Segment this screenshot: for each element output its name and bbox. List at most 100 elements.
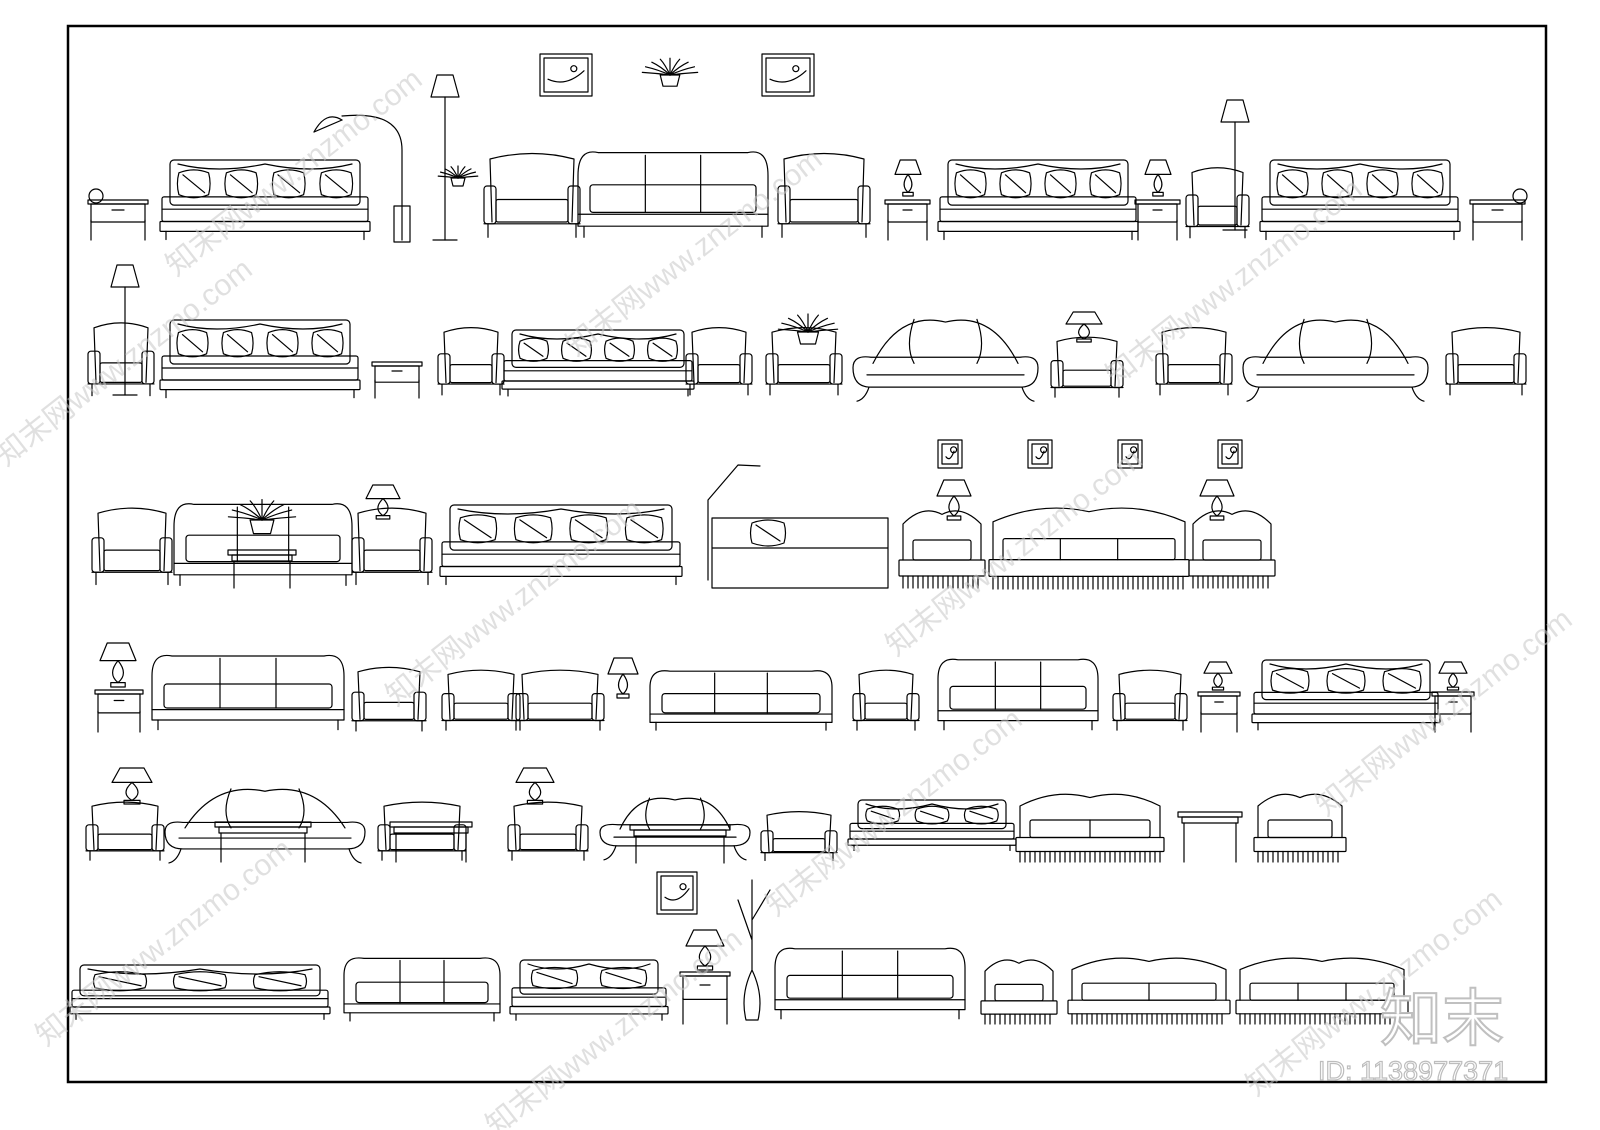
sofa-roll-1 [852,318,1039,402]
coffee-table-5 [214,821,312,863]
armchair-throw [1253,793,1347,863]
armchair-4c [852,669,920,731]
armchair-plant [765,327,843,396]
nightstand-right [1134,199,1181,241]
armchair-flowers [377,801,467,861]
side-table-6 [679,971,731,1025]
armchair-2a [437,327,505,396]
sofa-3-row4 [151,654,345,731]
lamp-4d [1438,661,1468,691]
watermark-text: 知末网www.znzmo.com [30,833,299,1053]
watermark-text: 知末网www.znzmo.com [480,923,749,1130]
sofa-cushions [1251,659,1441,731]
sofa-2-row6 [509,959,669,1021]
reading-lamp-arm [707,464,761,581]
side-table-5 [1177,811,1243,863]
plant-3 [227,499,297,535]
sofa-camelback [774,947,966,1020]
watermark-text: 知末网www.znzmo.com [760,703,1029,923]
lamp-6 [685,929,725,971]
watermark-text: 知末网www.znzmo.com [1310,603,1579,823]
armchair-3a [91,507,173,586]
sofa-modern-3 [577,151,769,238]
picture-frame-7 [656,871,698,915]
sheet-border [66,24,1548,1084]
lamp-4 [99,642,137,688]
chair-floor-lamp [1185,167,1250,239]
armchair-4a [441,669,521,731]
carved-table [629,824,731,864]
sofa-plant [173,503,353,586]
watermark-text: 知末网www.znzmo.com [160,63,429,283]
sofa-3-row6 [343,957,501,1022]
sofa-skirt-1 [988,507,1190,590]
picture-frame-2 [761,53,815,97]
armchair-5a [85,801,165,861]
sofa-3-pillows [159,159,371,241]
sofa-skirt-6a [1067,957,1231,1025]
side-table-3 [227,549,297,589]
armchair-skirt-2 [1188,510,1276,589]
brand-logo: 知末 [1380,982,1504,1055]
armchair-3b [351,507,433,586]
chair-floor-lamp-2 [87,322,155,397]
tall-floor-lamp [430,74,460,241]
sofa-throw [1015,793,1165,863]
picture-frame-3 [937,439,963,469]
picture-frame-1 [539,53,593,97]
armchair-2c [1155,327,1233,396]
sofa-3-pillows-3 [1259,159,1461,241]
floor-lamp-slim [1220,99,1250,231]
lamp-4b [607,657,639,699]
watermark-text: 知末网www.znzmo.com [0,253,258,473]
nightstand-lamp-right [1144,159,1172,197]
armchair-5c [760,811,838,862]
picture-frame-5 [1117,439,1143,469]
sofa-3-pillows-5 [501,329,695,397]
lamp-3 [365,484,401,520]
picture-frame-6 [1217,439,1243,469]
armchair-skirt-6 [980,959,1058,1025]
sofa-skirt-6b [1235,957,1409,1025]
chaise [847,799,1017,852]
sofa-3-pillows-4 [159,319,361,399]
daybed [711,517,889,589]
sofa-3-pillows-2 [937,159,1139,241]
lamp-skirt-1 [936,479,972,521]
armchair-4b [515,669,605,731]
wall-sculpture [641,57,699,87]
vase [737,879,771,1021]
lamp-4c [1203,661,1233,691]
floor-lamp-slim-2 [110,264,140,396]
nightstand-4b [1431,691,1475,733]
sofa-carved [599,797,751,861]
sofa-long [649,670,833,731]
lamp-2 [1065,311,1103,343]
sofa-leather [937,658,1099,731]
nightstand-left [884,199,931,241]
lamp-5b [515,767,555,805]
nightstand-4a [1197,691,1241,733]
end-table-right [1469,199,1526,241]
furniture-layer [69,53,1528,1025]
armchair-modern-right [777,152,871,238]
sectional [69,964,331,1020]
watermark-text: 知末网www.znzmo.com [880,443,1149,663]
sofa-corner [439,504,683,586]
lamp-5a [111,767,153,805]
end-table-2 [371,361,423,399]
armchair-5b [507,801,589,861]
watermark-text: 知末网www.znzmo.com [1100,173,1369,393]
armchair-skirt-1 [898,510,986,589]
plant-2 [777,313,839,345]
picture-frame-4 [1027,439,1053,469]
arc-floor-lamp [313,114,411,243]
armchair-2b [685,327,753,396]
armchair-2d [1445,327,1527,396]
end-table [87,199,149,241]
sofa-coffee-table [164,788,366,864]
side-table-4 [94,689,144,733]
coffee-table-5b [389,821,473,863]
daybed-pillow [749,519,787,547]
